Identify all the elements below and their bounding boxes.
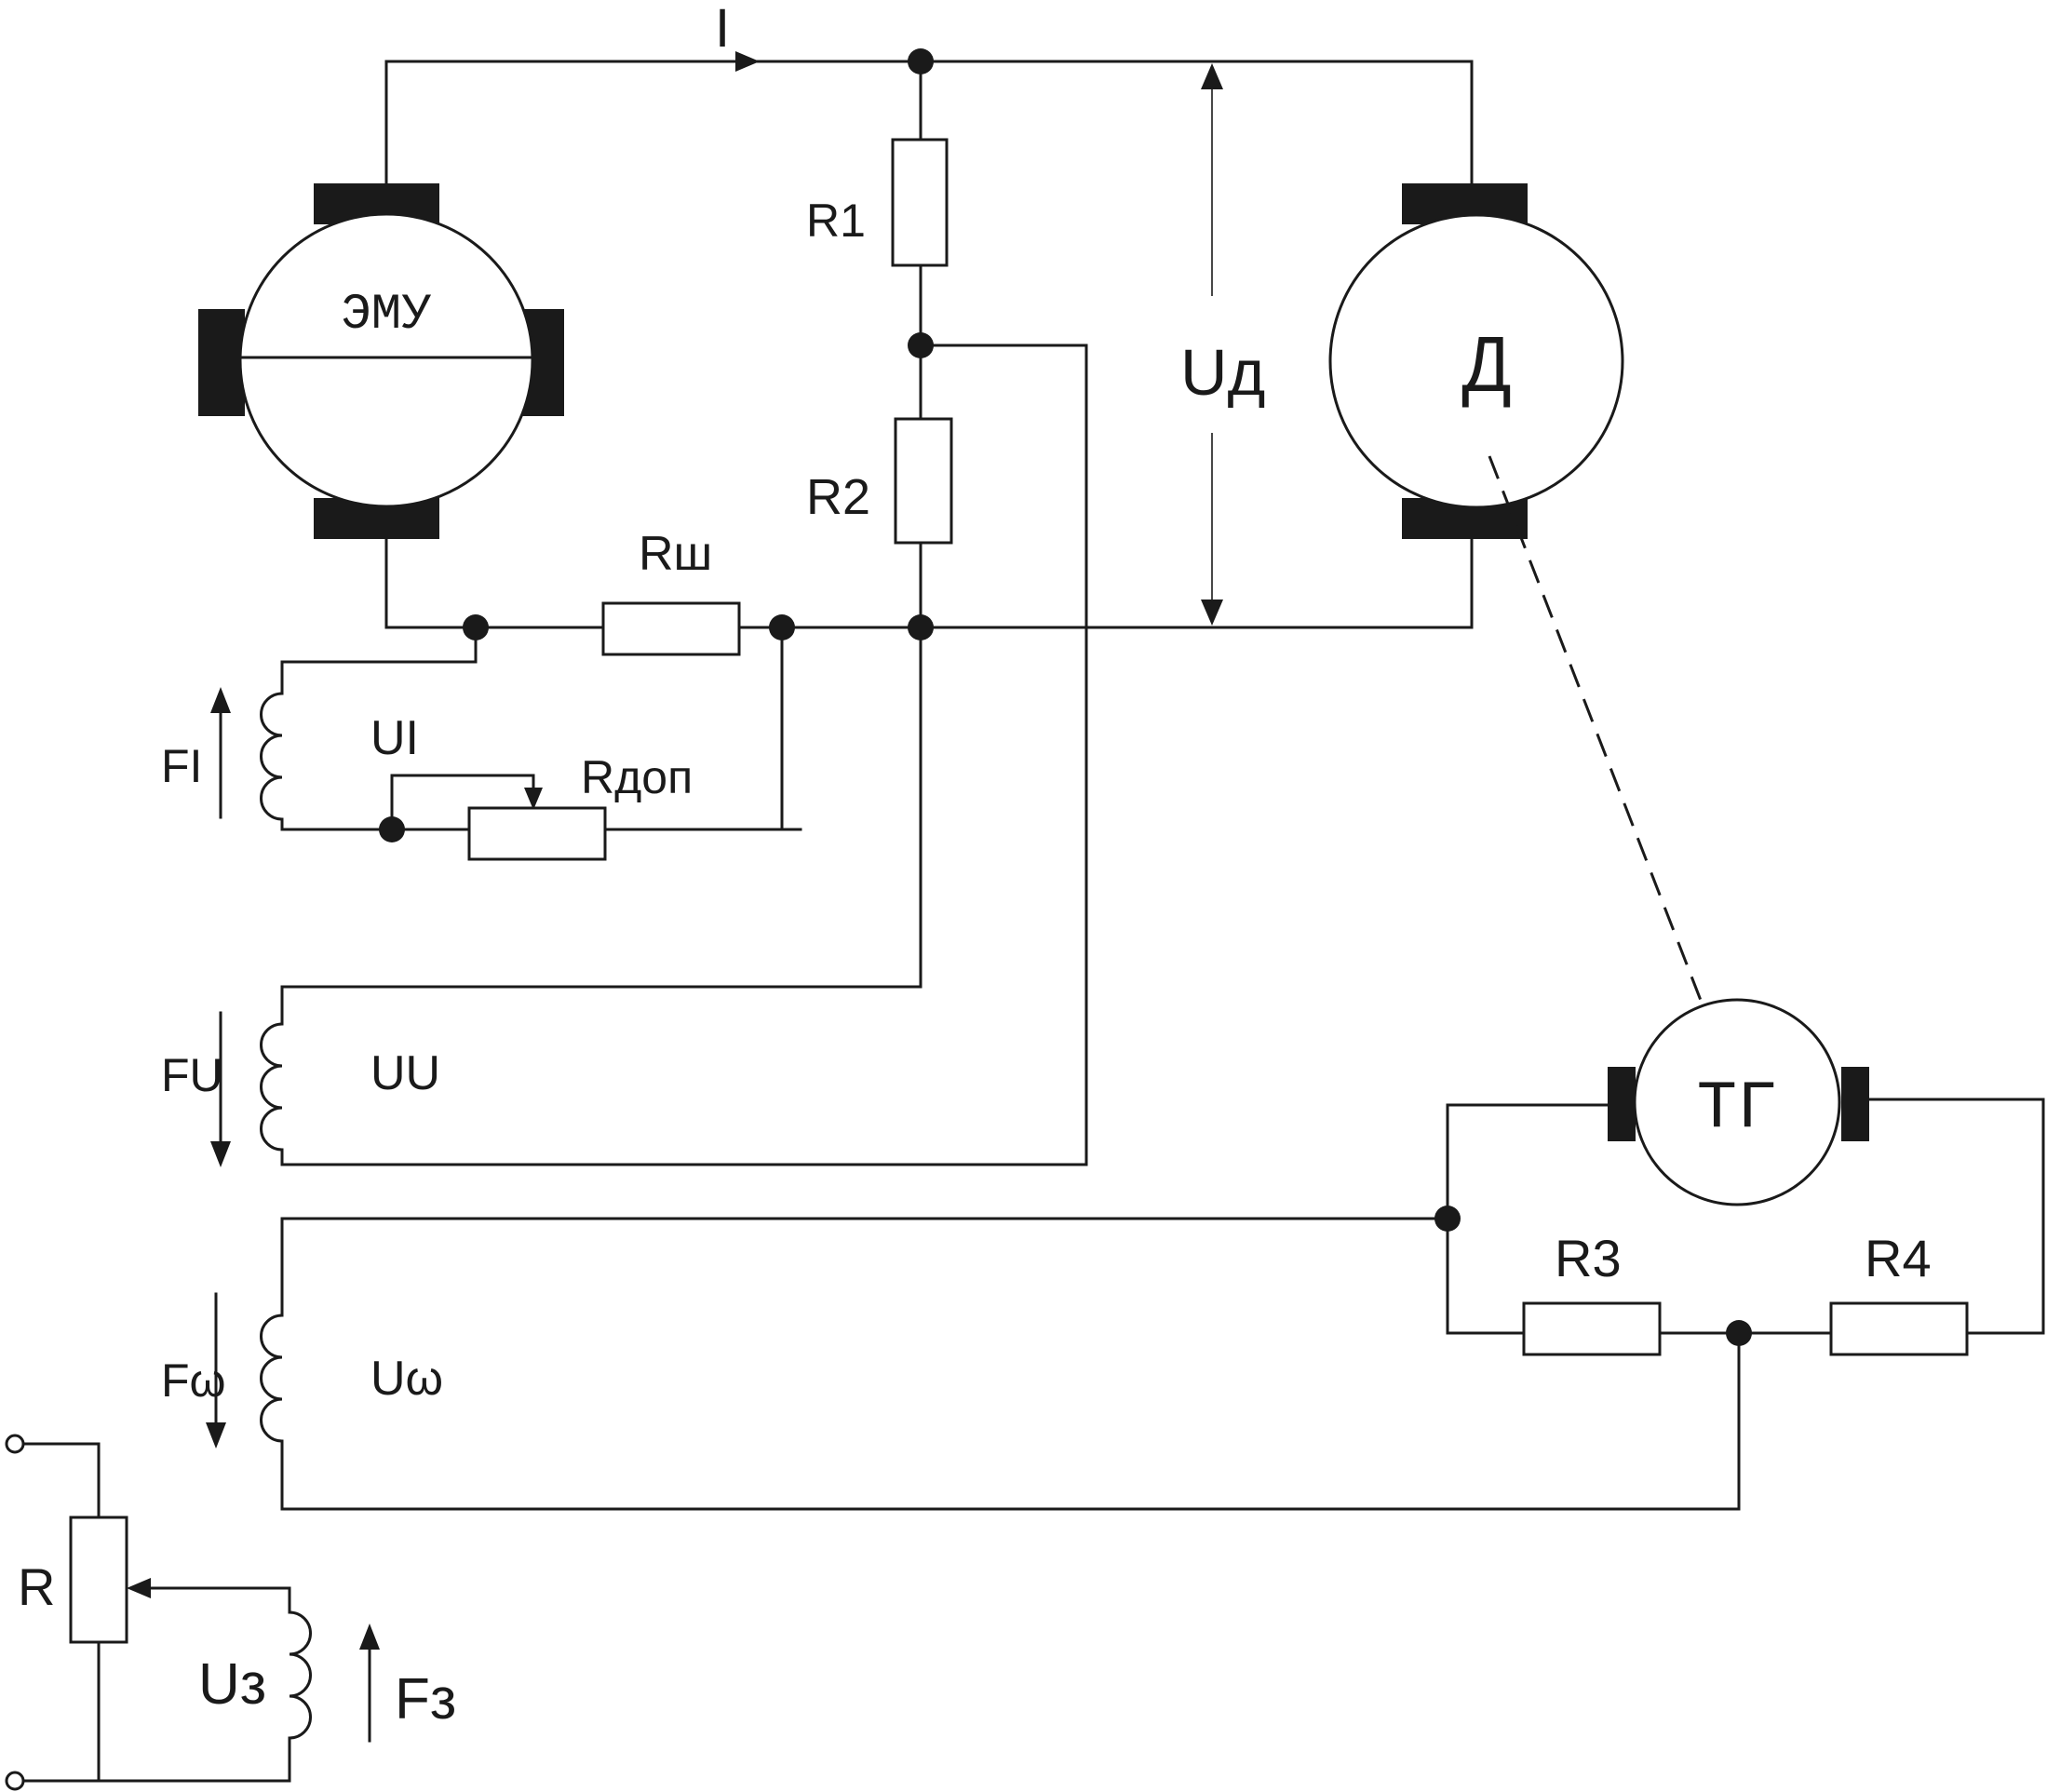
winding-fw-coil xyxy=(260,1314,284,1443)
u-z-label: Uз xyxy=(198,1652,266,1717)
resistor-r1 xyxy=(891,138,949,267)
resistor-r2 xyxy=(894,417,953,545)
tg-label: ТГ xyxy=(1697,1071,1777,1147)
r4-label: R4 xyxy=(1865,1229,1932,1287)
motor: Д xyxy=(1328,183,1624,539)
winding-fz-coil xyxy=(288,1610,312,1740)
junction-dot xyxy=(1726,1320,1752,1346)
junction-dot xyxy=(908,614,934,640)
current-feedback-circuit: UI Rдоп FI xyxy=(161,626,802,861)
current-label: I xyxy=(715,0,730,59)
fu-arrow xyxy=(210,1141,231,1167)
resistor-r-add xyxy=(467,806,607,861)
tg-right-brush xyxy=(1841,1067,1869,1141)
motor-voltage-label: Uд xyxy=(1180,336,1265,409)
voltage-divider: R1 R2 xyxy=(806,60,953,989)
emu-rotor-circle xyxy=(238,212,534,508)
f-w-label: Fω xyxy=(161,1354,226,1407)
tg-circle xyxy=(1633,998,1841,1206)
tachogenerator: ТГ R3 R4 xyxy=(1446,455,2045,1356)
rheostat-arrow xyxy=(524,788,543,810)
junction-dot xyxy=(379,816,405,842)
fz-arrow xyxy=(359,1624,380,1650)
emu-generator: ЭМУ xyxy=(198,183,564,539)
r2-label: R2 xyxy=(806,469,870,525)
r3-label: R3 xyxy=(1555,1229,1622,1287)
junction-dots xyxy=(379,48,1752,1346)
resistor-r3 xyxy=(1522,1301,1662,1356)
motor-voltage-indicator: Uд xyxy=(1180,63,1265,626)
resistor-r-set xyxy=(69,1516,128,1644)
motor-circle xyxy=(1328,213,1624,509)
r-set-label: R xyxy=(18,1557,55,1616)
input-terminal-bottom xyxy=(5,1771,25,1791)
rheostat-r-arrow xyxy=(127,1578,151,1598)
f-u-label: FU xyxy=(161,1049,223,1101)
voltage-arrow-up xyxy=(1201,63,1223,89)
u-i-label: UI xyxy=(370,711,419,765)
speed-feedback-circuit: Uω Fω xyxy=(161,1217,1741,1511)
r-shunt-label: Rш xyxy=(639,527,712,581)
mechanical-coupling-line xyxy=(1488,455,1715,1032)
tg-left-brush xyxy=(1608,1067,1636,1141)
junction-dot xyxy=(769,614,795,640)
u-u-label: UU xyxy=(370,1046,440,1100)
shunt-resistor-group: Rш xyxy=(601,527,741,656)
winding-fu-coil xyxy=(260,1022,284,1152)
junction-dot xyxy=(908,332,934,358)
resistor-r-shunt xyxy=(601,601,741,656)
junction-dot xyxy=(1434,1206,1461,1232)
fw-arrow xyxy=(206,1422,226,1448)
f-i-label: FI xyxy=(161,740,202,792)
input-terminal-top xyxy=(5,1434,25,1454)
motor-label: Д xyxy=(1462,324,1512,416)
voltage-arrow-down xyxy=(1201,600,1223,626)
resistor-r4 xyxy=(1829,1301,1969,1356)
u-w-label: Uω xyxy=(370,1352,443,1406)
current-arrow xyxy=(735,51,760,72)
r1-label: R1 xyxy=(806,195,866,247)
winding-fi-coil xyxy=(260,692,284,821)
emu-left-brush xyxy=(198,309,245,416)
setpoint-circuit: R Uз Fз xyxy=(5,1434,456,1791)
emu-label: ЭМУ xyxy=(341,287,431,344)
voltage-feedback-circuit: UU FU xyxy=(161,344,1088,1167)
r-add-label: Rдоп xyxy=(581,751,693,803)
f-z-label: Fз xyxy=(395,1667,456,1731)
fi-arrow xyxy=(210,687,231,713)
junction-dot xyxy=(908,48,934,74)
junction-dot xyxy=(463,614,489,640)
